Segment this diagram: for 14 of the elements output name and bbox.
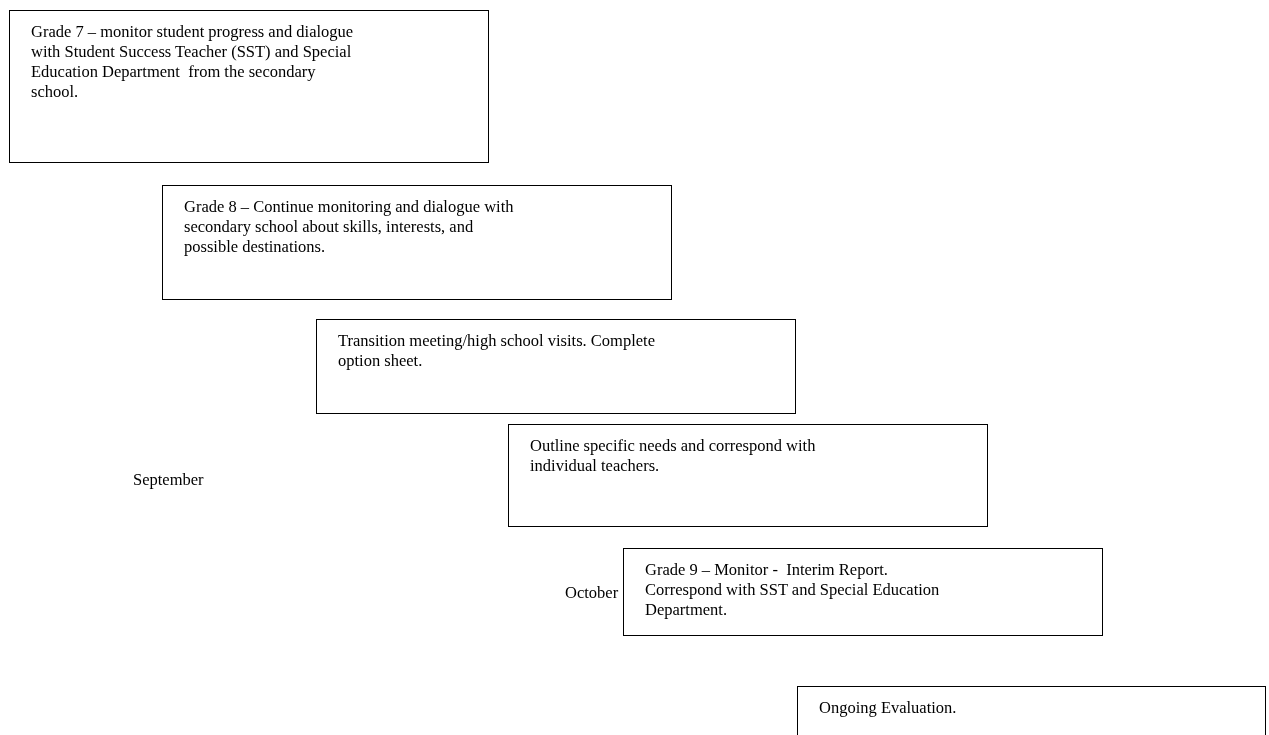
step-box <box>9 10 489 163</box>
step-text: Ongoing Evaluation. <box>819 698 958 718</box>
step-box <box>162 185 672 300</box>
month-label: October <box>565 583 619 603</box>
step-box <box>508 424 988 527</box>
step-text: Grade 8 – Continue monitoring and dialogue with secondary school about skills, interests, and possible destinations. <box>184 197 515 257</box>
step-box <box>316 319 796 414</box>
step-text: Grade 9 – Monitor - Interim Report. Correspond with SST and Special Education Department. <box>645 560 941 620</box>
month-label: September <box>133 470 204 490</box>
step-text: Grade 7 – monitor student progress and dialogue with Student Success Teacher (SST) and Special Education Department from the secondary school. <box>31 22 355 102</box>
step-box <box>623 548 1103 636</box>
step-text: Outline specific needs and correspond with individual teachers. <box>530 436 817 476</box>
step-box <box>797 686 1266 735</box>
step-text: Transition meeting/high school visits. Complete option sheet. <box>338 331 656 371</box>
